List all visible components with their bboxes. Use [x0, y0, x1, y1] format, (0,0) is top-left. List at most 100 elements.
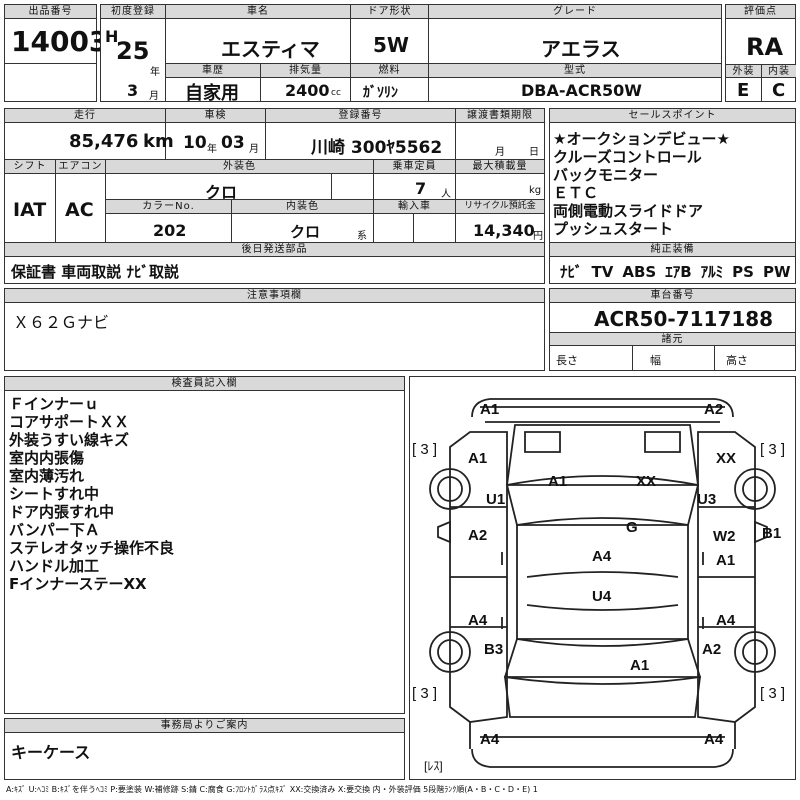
- notes-text: Ｘ６２Ｇナビ: [13, 313, 110, 332]
- capacity-label: 乗車定員: [373, 160, 455, 174]
- list-item: 室内薄汚れ: [9, 467, 85, 485]
- color: クロ: [205, 183, 238, 202]
- mark-ba1: A1: [630, 657, 650, 674]
- mark-l3b: [ 3 ]: [412, 685, 438, 702]
- insp-year: 10: [183, 133, 207, 153]
- later-label: 後日発送部品: [5, 243, 544, 257]
- mark-r3b: [ 3 ]: [760, 685, 786, 702]
- capacity-unit: 人: [441, 189, 451, 200]
- plate-label: 登録番号: [265, 109, 455, 123]
- recycle-unit: 円: [533, 231, 543, 242]
- equipment-item: PS: [732, 263, 754, 281]
- insp-year-unit: 年: [207, 144, 217, 155]
- office-box: 事務局よりご案内 キーケース: [4, 718, 405, 780]
- color-no: 202: [153, 221, 187, 240]
- model-label: 型式: [428, 64, 721, 78]
- office-label: 事務局よりご案内: [5, 719, 404, 733]
- header-main: 初度登録 車名 ドア形状 グレード H 25 年 エスティマ 5W アエラス 車…: [100, 4, 722, 104]
- first-reg-year: 25: [116, 37, 150, 65]
- int-color: クロ: [290, 223, 321, 241]
- ext-label: 外装: [726, 64, 761, 78]
- mark-cxx: XX: [636, 473, 657, 490]
- year-unit: 年: [150, 67, 160, 78]
- load-unit: kg: [529, 185, 542, 196]
- list-item: ＥＴＣ: [553, 184, 599, 202]
- int-label: 内装: [761, 64, 796, 78]
- list-item: 両側電動スライドドア: [553, 202, 704, 220]
- int-grade: C: [772, 80, 786, 101]
- grade: アエラス: [541, 37, 621, 61]
- list-item: Ｆインナーｕ: [9, 395, 100, 413]
- list-item: ステレオタッチ操作不良: [9, 539, 175, 557]
- list-item: バンパー下Ａ: [9, 521, 100, 539]
- mark-rb1: B1: [762, 525, 782, 542]
- mileage-unit: km: [143, 131, 174, 152]
- mark-cu4: U4: [592, 588, 612, 605]
- info-box: 走行 車検 登録番号 譲渡書類期限 85,476 km 10 年 03 月 川崎…: [4, 108, 545, 284]
- notes-box: 注意事項欄 Ｘ６２Ｇナビ: [4, 288, 545, 371]
- width-label: 幅: [650, 354, 661, 367]
- equipment-item: ｴｱB: [665, 263, 692, 281]
- notes-label: 注意事項欄: [5, 289, 544, 303]
- shift-label: シフト: [5, 160, 55, 174]
- mark-lu1: U1: [486, 491, 506, 508]
- history: 自家用: [185, 83, 239, 104]
- ac: AC: [65, 199, 94, 221]
- mark-bl4: A4: [480, 731, 500, 748]
- recycle: 14,340: [473, 221, 535, 240]
- transfer-label: 譲渡書類期限: [455, 109, 544, 123]
- sales-points-label: セールスポイント: [550, 109, 795, 123]
- equipment-item: ABS: [622, 263, 657, 281]
- equipment-item: PW: [762, 263, 791, 281]
- first-reg-label: 初度登録: [101, 5, 165, 19]
- transfer-month: 月: [495, 147, 505, 158]
- score: RA: [746, 33, 784, 61]
- int-color-label: 内装色: [231, 200, 373, 214]
- mark-rw2: W2: [713, 528, 736, 545]
- disp-label: 排気量: [260, 64, 350, 78]
- list-item: シートすれ中: [9, 485, 100, 503]
- list-item: バックモニター: [553, 166, 659, 184]
- insp-month: 03: [221, 133, 245, 153]
- transfer-day: 日: [529, 147, 539, 158]
- disp-unit: cc: [331, 88, 341, 98]
- grade-label: グレード: [428, 5, 721, 19]
- ext-grade: E: [737, 80, 750, 101]
- lot-box: 出品番号 14003: [4, 4, 108, 102]
- equipment-item: ﾅﾋﾞ: [560, 263, 583, 281]
- legend: A:ｷｽﾞ U:ﾍｺﾐ B:ｷｽﾞを伴うﾍｺﾐ P:要塗装 W:補修跡 S:錆 …: [6, 785, 538, 794]
- mark-lb3: B3: [484, 641, 504, 658]
- era: H: [105, 27, 119, 46]
- score-label: 評価点: [726, 5, 795, 19]
- shift: IAT: [13, 199, 47, 221]
- equipment-item: ｱﾙﾐ: [700, 263, 724, 281]
- list-item: プッシュスタート: [553, 220, 674, 238]
- mark-tr: A2: [704, 401, 724, 418]
- mark-res: [ﾚｽ]: [424, 759, 443, 773]
- mark-l3a: [ 3 ]: [412, 441, 438, 458]
- mark-la1: A1: [468, 450, 488, 467]
- mileage-label: 走行: [5, 109, 165, 123]
- color-no-label: カラーNo.: [106, 200, 231, 214]
- mark-ra2: A2: [702, 641, 722, 658]
- insp-month-unit: 月: [249, 144, 259, 155]
- list-item: FインナーステーXX: [9, 575, 147, 593]
- chassis-box: 車台番号 ACR50-7117188 諸元 長さ 幅 高さ: [549, 288, 796, 371]
- list-item: コアサポートＸＸ: [9, 413, 130, 431]
- mark-rxx: XX: [716, 450, 737, 467]
- car-name: エスティマ: [221, 37, 320, 61]
- history-label: 車歴: [166, 64, 260, 78]
- displacement: 2400: [285, 81, 330, 100]
- list-item: ドア内張すれ中: [9, 503, 115, 521]
- mark-r3a: [ 3 ]: [760, 441, 786, 458]
- chassis-number: ACR50-7117188: [594, 307, 774, 331]
- car-diagram-box: A1 A2 [ 3 ] [ 3 ] A1 XX A1 XX U1 U3 G A2…: [409, 376, 796, 780]
- specs-label: 諸元: [550, 332, 795, 346]
- office-text: キーケース: [11, 743, 91, 762]
- capacity: 7: [415, 179, 427, 198]
